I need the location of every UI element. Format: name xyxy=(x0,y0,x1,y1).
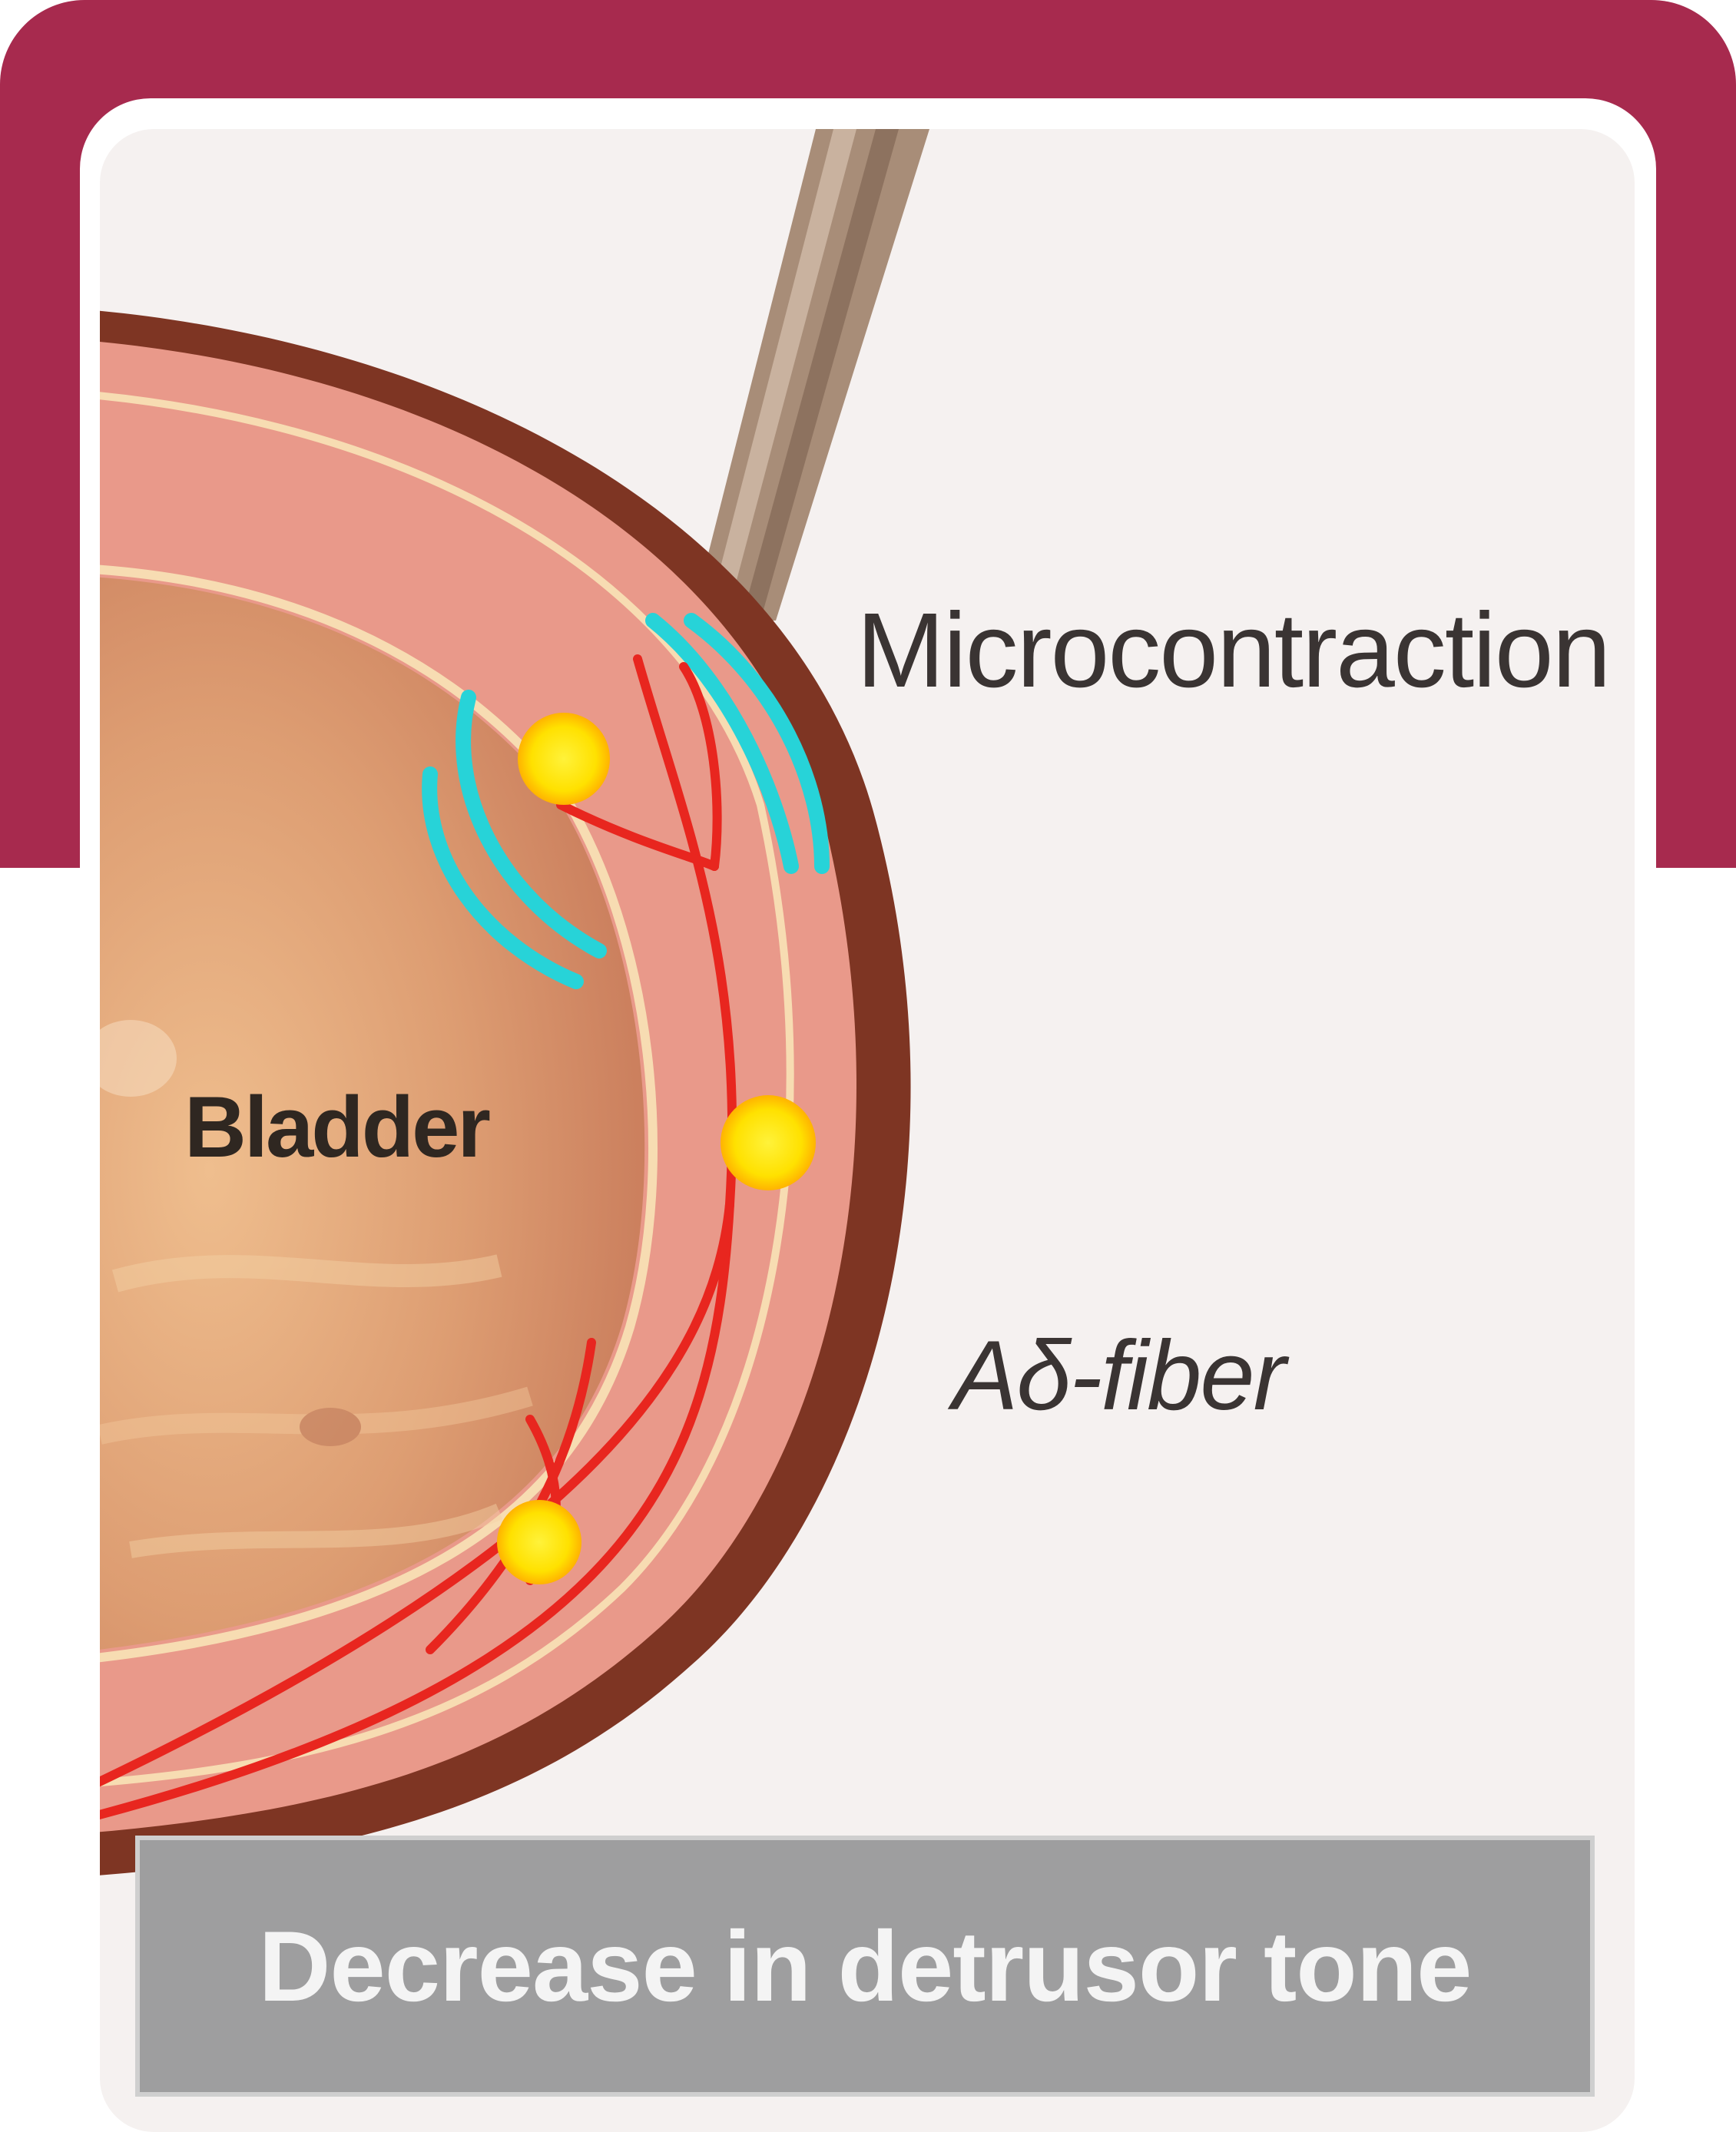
bladder-illustration xyxy=(100,129,929,1875)
receptor-dot xyxy=(518,713,610,805)
mucosa-boundary xyxy=(100,564,658,1663)
caption-text: Decrease in detrusor tone xyxy=(258,1910,1473,2022)
receptor-dot xyxy=(721,1095,816,1190)
illustration-panel: Microcontraction Aδ-fiber Bladder Decrea… xyxy=(100,129,1635,2132)
pelvic-nerve-bundle xyxy=(691,129,929,621)
microcontraction-arcs xyxy=(422,613,830,989)
label-bladder: Bladder xyxy=(184,1079,491,1175)
label-microcontraction: Microcontraction xyxy=(856,591,1611,710)
stretch-receptors xyxy=(497,713,816,1584)
bladder-lumen xyxy=(100,577,645,1650)
lumen-texture xyxy=(100,1020,533,1558)
caption-bar: Decrease in detrusor tone xyxy=(135,1836,1595,2097)
label-a-delta-fiber: Aδ-fiber xyxy=(952,1321,1286,1431)
a-delta-fibers xyxy=(100,654,737,1819)
receptor-dot xyxy=(497,1500,581,1584)
